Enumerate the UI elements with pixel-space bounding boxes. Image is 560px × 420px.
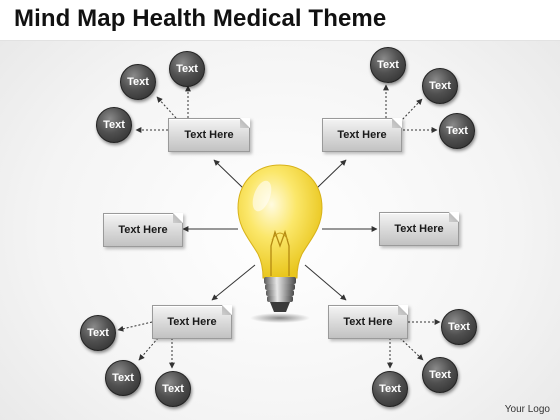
arrow-tr-2	[399, 98, 423, 123]
box-top-left: Text Here	[168, 118, 250, 152]
circle-bottom-left-2: Text	[105, 360, 141, 396]
slide-title: Mind Map Health Medical Theme	[14, 5, 387, 32]
light-bulb-icon	[237, 164, 323, 323]
arrow-bl-2	[138, 337, 159, 361]
arrow-br-2	[399, 337, 424, 361]
arrow-to-bottom-right	[304, 264, 347, 301]
arrow-tl-2	[156, 96, 177, 119]
box-bottom-left: Text Here	[152, 305, 232, 339]
branch-arrows	[117, 84, 441, 369]
circle-top-right-3: Text	[439, 113, 475, 149]
title-bar: Mind Map Health Medical Theme	[0, 0, 560, 41]
box-middle-left: Text Here	[103, 213, 183, 247]
circle-top-left-2: Text	[120, 64, 156, 100]
circle-top-left-3: Text	[169, 51, 205, 87]
circle-bottom-right-2: Text	[422, 357, 458, 393]
circle-bottom-left-3: Text	[155, 371, 191, 407]
arrow-bl-1	[117, 321, 153, 332]
center-arrows	[182, 159, 378, 301]
circle-bottom-right-1: Text	[441, 309, 477, 345]
arrow-to-bottom-left	[211, 264, 256, 301]
box-middle-right: Text Here	[379, 212, 459, 246]
box-bottom-right: Text Here	[328, 305, 408, 339]
box-top-right: Text Here	[322, 118, 402, 152]
arrow-to-top-left	[213, 159, 244, 189]
circle-bottom-right-3: Text	[372, 371, 408, 407]
circle-top-right-1: Text	[370, 47, 406, 83]
logo-text: Your Logo	[504, 404, 550, 415]
circle-top-right-2: Text	[422, 68, 458, 104]
arrow-to-top-right	[316, 159, 347, 189]
circle-bottom-left-1: Text	[80, 315, 116, 351]
circle-top-left-1: Text	[96, 107, 132, 143]
